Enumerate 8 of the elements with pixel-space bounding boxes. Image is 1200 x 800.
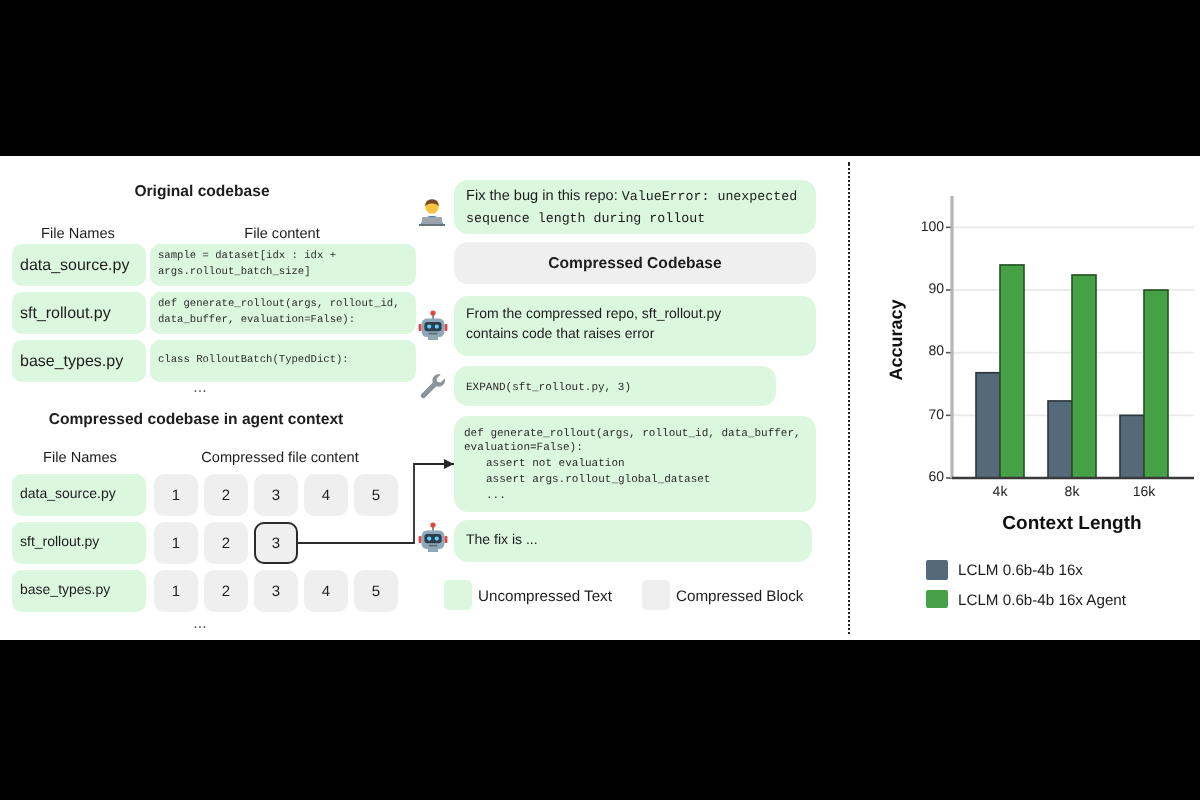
- file-name-tag: base_types.py: [12, 340, 146, 382]
- axis-title: Accuracy: [886, 299, 906, 381]
- ellipsis: ...: [193, 616, 207, 632]
- file-name-tag: sft_rollout.py: [12, 292, 146, 334]
- file-name-tag: data_source.py: [12, 244, 146, 286]
- ellipsis: ...: [193, 380, 207, 396]
- axis-title: Context Length: [1002, 513, 1142, 535]
- connector-arrow: [297, 459, 455, 544]
